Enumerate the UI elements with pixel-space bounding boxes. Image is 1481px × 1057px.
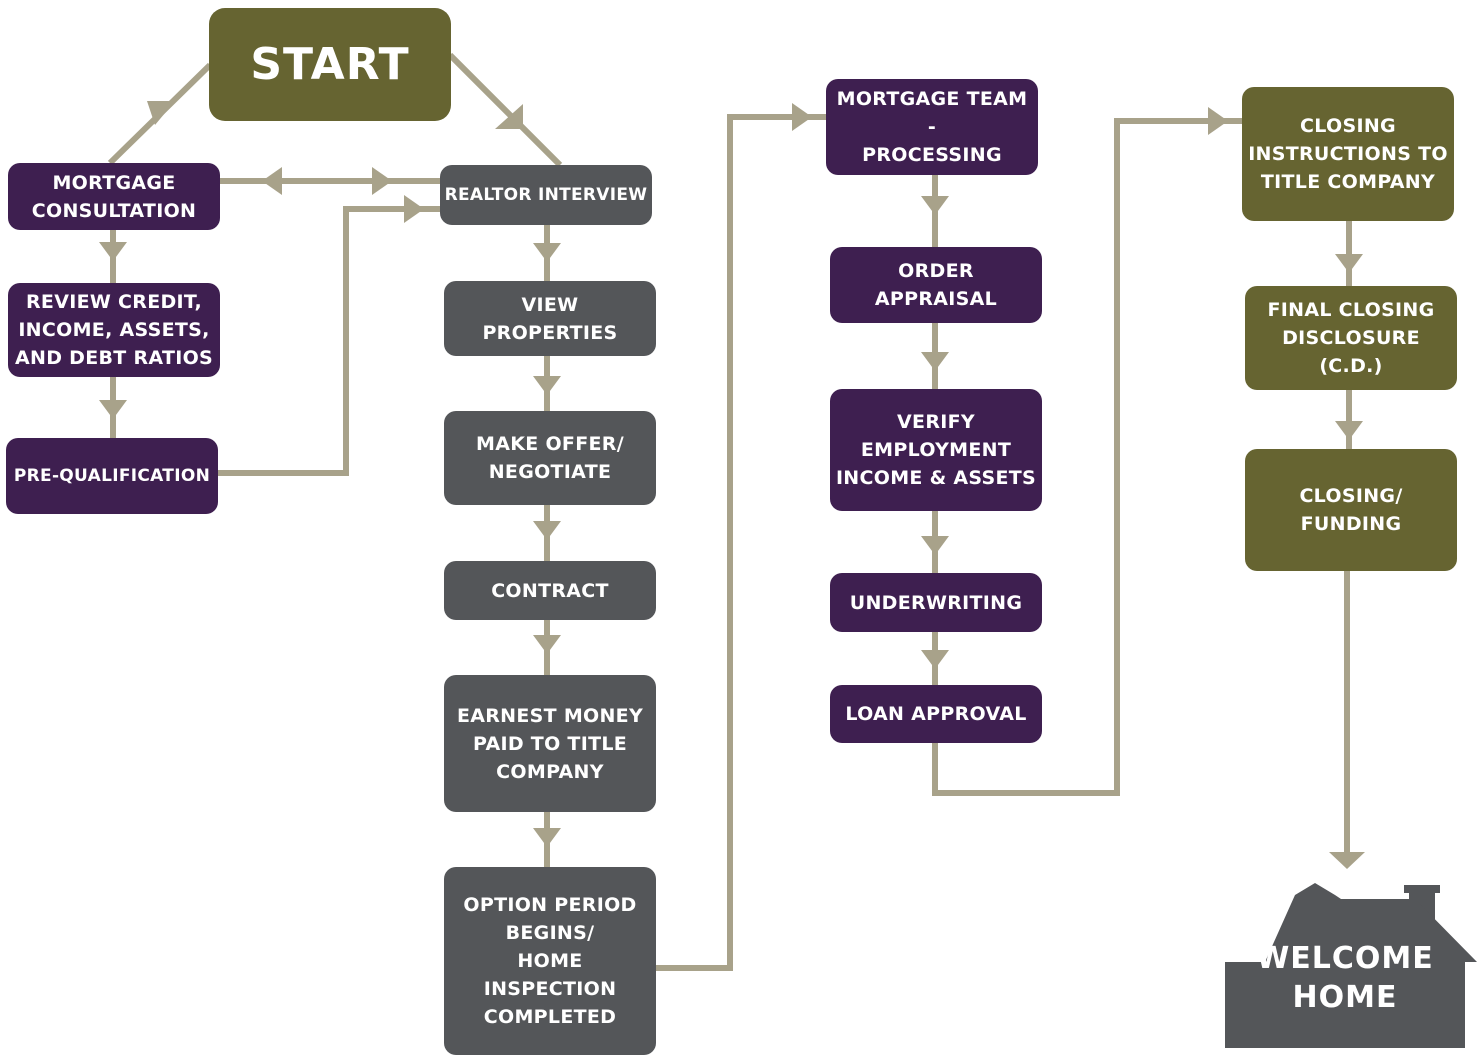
verify-employment-node: VERIFY EMPLOYMENT INCOME & ASSETS <box>830 389 1042 511</box>
arrowhead-icon <box>1208 107 1228 135</box>
welcome-home-label: WELCOME HOME <box>1256 941 1434 1015</box>
connector-option-to-mortgage-team <box>656 114 826 971</box>
arrowhead-icon <box>921 352 949 371</box>
order-appraisal-node: ORDER APPRAISAL <box>830 247 1042 323</box>
arrowhead-icon <box>1335 254 1363 273</box>
arrowhead-icon <box>372 167 392 195</box>
make-offer-node: MAKE OFFER/ NEGOTIATE <box>444 411 656 505</box>
arrowhead-icon <box>792 103 812 131</box>
connector-start-to-realtor <box>447 52 563 168</box>
arrowhead-icon <box>533 635 561 654</box>
earnest-money-node: EARNEST MONEY PAID TO TITLE COMPANY <box>444 675 656 812</box>
arrowhead-icon <box>495 104 523 129</box>
arrowhead-icon <box>921 536 949 555</box>
underwriting-node: UNDERWRITING <box>830 573 1042 632</box>
pre-qualification-node: PRE-QUALIFICATION <box>6 438 218 514</box>
closing-instructions-node: CLOSING INSTRUCTIONS TO TITLE COMPANY <box>1242 87 1454 221</box>
closing-funding-node: CLOSING/ FUNDING <box>1245 449 1457 571</box>
start-node: START <box>209 8 451 121</box>
arrowhead-icon <box>147 101 175 125</box>
arrowhead-icon <box>533 376 561 395</box>
connector-prequal-to-realtor <box>218 206 442 476</box>
mortgage-consultation-node: MORTGAGE CONSULTATION <box>8 163 220 230</box>
arrowhead-icon <box>533 243 561 262</box>
realtor-interview-node: REALTOR INTERVIEW <box>440 165 652 225</box>
arrowhead-icon <box>99 242 127 261</box>
arrowhead-icon <box>533 828 561 847</box>
house-icon <box>1215 883 1477 1048</box>
arrowhead-icon <box>1335 421 1363 440</box>
arrowhead-icon <box>404 195 424 223</box>
final-closing-disclosure-node: FINAL CLOSING DISCLOSURE (C.D.) <box>1245 286 1457 390</box>
review-credit-node: REVIEW CREDIT, INCOME, ASSETS, AND DEBT … <box>8 283 220 377</box>
arrowhead-icon <box>921 650 949 669</box>
arrowhead-icon <box>99 400 127 419</box>
loan-approval-node: LOAN APPROVAL <box>830 685 1042 743</box>
mortgage-team-processing-node: MORTGAGE TEAM - PROCESSING <box>826 79 1038 175</box>
arrowhead-icon <box>921 196 949 215</box>
contract-node: CONTRACT <box>444 561 656 620</box>
option-period-node: OPTION PERIOD BEGINS/ HOME INSPECTION CO… <box>444 867 656 1055</box>
arrowhead-icon <box>533 521 561 540</box>
connector-loan-to-closing <box>932 118 1242 796</box>
view-properties-node: VIEW PROPERTIES <box>444 281 656 356</box>
arrowhead-icon <box>262 167 282 195</box>
arrowhead-icon <box>1329 852 1365 869</box>
